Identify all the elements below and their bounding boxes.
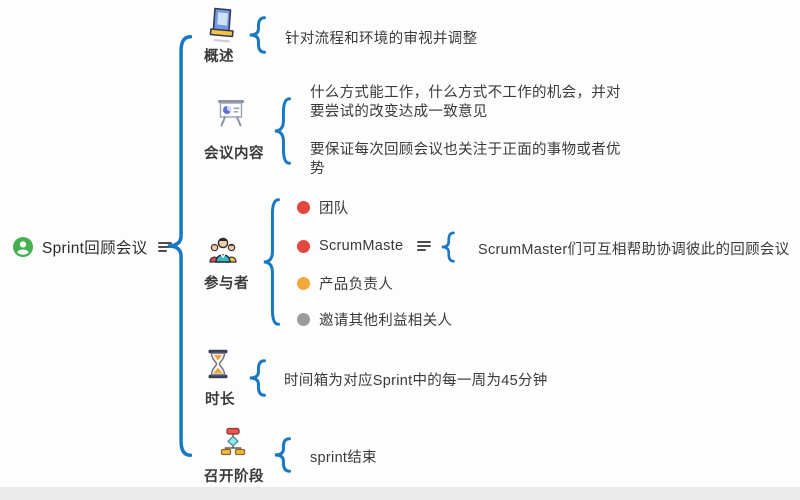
duration-brace — [249, 359, 266, 397]
user-badge-icon — [13, 237, 33, 257]
gray-bullet-marker — [297, 312, 310, 326]
duration-note[interactable]: 时间箱为对应Sprint中的每一周为45分钟 — [284, 373, 548, 389]
participant-label: 产品负责人 — [319, 276, 393, 293]
main-brace — [167, 35, 192, 457]
branch-label-stage[interactable]: 召开阶段 — [204, 469, 264, 485]
participant-item-team[interactable]: 团队 — [297, 197, 349, 217]
book-icon — [209, 7, 234, 43]
stage-note[interactable]: sprint结束 — [310, 450, 377, 466]
presentation-board-icon — [218, 100, 244, 127]
branch-label-duration[interactable]: 时长 — [205, 392, 235, 408]
branch-label-participants[interactable]: 参与者 — [204, 276, 249, 292]
stage-brace — [274, 437, 291, 473]
branch-label-overview[interactable]: 概述 — [204, 49, 234, 65]
scrummaster-note[interactable]: ScrumMaster们可互相帮助协调彼此的回顾会议 — [478, 242, 790, 258]
yellow-bullet-marker — [297, 276, 310, 290]
overview-brace — [249, 16, 266, 54]
meeting-content-note-1[interactable]: 什么方式能工作，什么方式不工作的机会，并对要尝试的改变达成一致意见 — [310, 85, 621, 120]
root-topic-label: Sprint回顾会议 — [42, 240, 148, 257]
flowchart-icon — [220, 427, 246, 456]
red-bullet-marker — [297, 200, 310, 214]
participant-label: 团队 — [319, 200, 349, 217]
participant-item-scrummaster[interactable]: ScrumMaste — [297, 236, 432, 256]
participant-label: 邀请其他利益相关人 — [319, 312, 453, 329]
notes-icon[interactable] — [416, 240, 432, 252]
canvas-edge-strip — [0, 487, 800, 500]
participants-brace — [263, 198, 280, 326]
participant-item-stakeholders[interactable]: 邀请其他利益相关人 — [297, 309, 452, 329]
meeting-content-brace — [274, 97, 291, 165]
root-topic[interactable]: Sprint回顾会议 — [13, 236, 173, 258]
meeting-content-note-2[interactable]: 要保证每次回顾会议也关注于正面的事物或者优势 — [310, 142, 621, 177]
participant-item-product-owner[interactable]: 产品负责人 — [297, 273, 393, 293]
hourglass-icon — [208, 349, 228, 379]
branch-label-meeting-content[interactable]: 会议内容 — [204, 146, 264, 162]
red-bullet-marker — [297, 239, 310, 253]
overview-note[interactable]: 针对流程和环境的审视并调整 — [285, 31, 478, 47]
people-group-icon — [209, 237, 237, 263]
scrummaster-brace — [441, 231, 455, 263]
participant-label: ScrumMaste — [319, 238, 404, 254]
